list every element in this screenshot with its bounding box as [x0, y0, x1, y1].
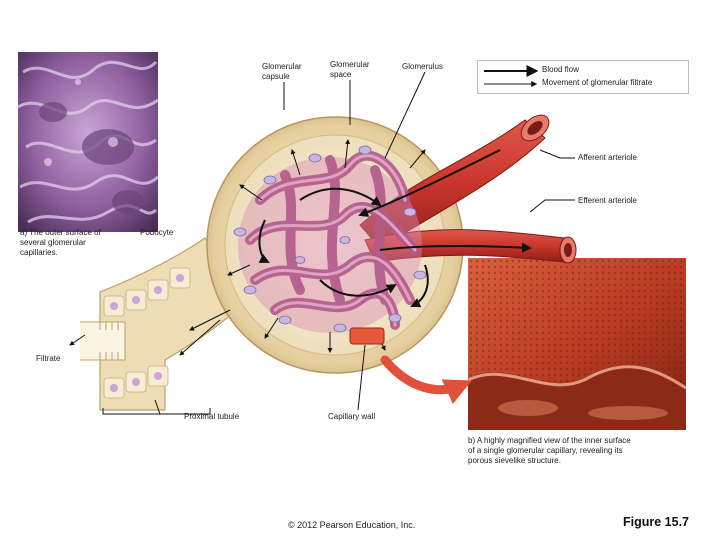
legend-blood-flow: Blood flow	[542, 65, 579, 74]
caption-b: b) A highly magnified view of the inner …	[468, 436, 631, 465]
capillary-wall-sample	[349, 327, 385, 345]
proximal-tubule	[80, 237, 249, 411]
label-filtrate: Filtrate	[36, 354, 61, 363]
label-glomerular-capsule: Glomerular capsule	[262, 62, 302, 81]
label-podocyte: Podocyte	[140, 228, 174, 237]
label-proximal-tubule: Proximal tubule	[184, 412, 240, 421]
micrograph-capillary-inner-surface	[468, 258, 686, 430]
copyright-text: © 2012 Pearson Education, Inc.	[288, 520, 416, 530]
label-glomerular-space: Glomerular space	[330, 60, 370, 79]
legend	[477, 60, 689, 94]
figure-number: Figure 15.7	[623, 515, 689, 529]
label-capillary-wall: Capillary wall	[328, 412, 376, 421]
label-efferent-arteriole: Efferent arteriole	[578, 196, 637, 205]
legend-filtrate-movement: Movement of glomerular filtrate	[542, 78, 653, 87]
label-afferent-arteriole: Afferent arteriole	[578, 153, 637, 162]
afferent-arteriole	[359, 119, 546, 249]
legend-arrows	[484, 65, 539, 87]
label-glomerulus: Glomerulus	[402, 62, 443, 71]
micrograph-capillary-surface	[18, 52, 158, 232]
caption-a: a) The outer surface of several glomerul…	[20, 228, 101, 257]
